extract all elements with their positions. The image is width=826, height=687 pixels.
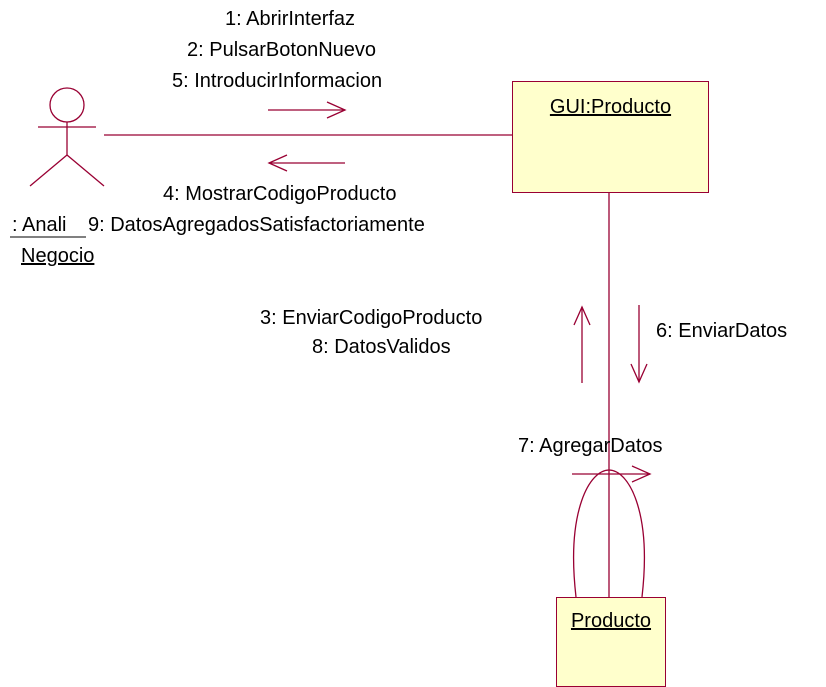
message-label: 8: DatosValidos	[312, 336, 451, 358]
arrow-producto-to-gui	[573, 305, 591, 383]
message-label: 1: AbrirInterfaz	[225, 8, 356, 30]
arrow-gui-to-actor	[267, 154, 345, 172]
message-label: 7: AgregarDatos	[518, 435, 663, 457]
actor-name-line2: Negocio	[21, 245, 95, 267]
arrow-gui-to-producto	[630, 305, 648, 384]
gui-producto-label: GUI:Producto	[549, 96, 672, 118]
message-label: 9: DatosAgregadosSatisfactoriamente	[86, 213, 425, 237]
message-label: 5: IntroducirInformacion	[172, 70, 383, 92]
producto-label: Producto	[570, 610, 652, 632]
gui-producto-object[interactable]: GUI:Producto	[512, 81, 709, 193]
actor-figure	[29, 87, 105, 187]
message-label: 3: EnviarCodigoProducto	[260, 307, 483, 329]
message-label: 6: EnviarDatos	[656, 320, 788, 342]
message-label: 2: PulsarBotonNuevo	[187, 39, 377, 61]
actor-name-line1: : Anali	[12, 214, 67, 236]
collaboration-diagram: GUI:Producto Producto : Anali Negocio 1:…	[10, 8, 788, 687]
arrow-self-producto	[572, 465, 652, 483]
diagram-canvas	[10, 87, 652, 598]
producto-object[interactable]: Producto	[556, 597, 666, 687]
self-link-loop	[573, 469, 645, 598]
message-label: 4: MostrarCodigoProducto	[163, 183, 397, 205]
arrow-actor-to-gui	[268, 101, 347, 119]
